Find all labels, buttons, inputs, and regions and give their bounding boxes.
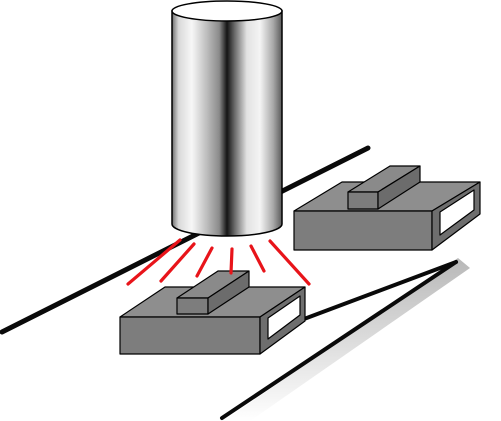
workpiece-block-icon — [293, 165, 481, 251]
sensor-beam-icon — [126, 238, 311, 286]
tab-front-face — [176, 297, 209, 315]
block-front-face — [119, 316, 261, 355]
beam-ray — [229, 247, 234, 275]
sensor-body — [171, 10, 283, 237]
conveyor-back-edge — [0, 145, 371, 335]
beam-ray — [268, 239, 311, 286]
tab-front-face — [347, 191, 379, 210]
conveyor-side-rail — [224, 258, 470, 421]
block-slot — [267, 295, 301, 340]
tab-side-face — [207, 270, 250, 315]
workpiece-block-icon — [119, 270, 306, 355]
cylinder-sensor-icon — [171, 0, 283, 237]
tab-side-face — [377, 165, 421, 210]
beam-ray — [249, 244, 266, 273]
beam-ray — [126, 238, 182, 286]
sensor-top-cap — [171, 0, 283, 22]
beam-ray — [195, 246, 214, 278]
block-slot — [439, 189, 475, 236]
conveyor-front-edge-lower — [220, 260, 458, 420]
block-front-face — [293, 210, 433, 251]
beam-ray — [159, 242, 196, 283]
